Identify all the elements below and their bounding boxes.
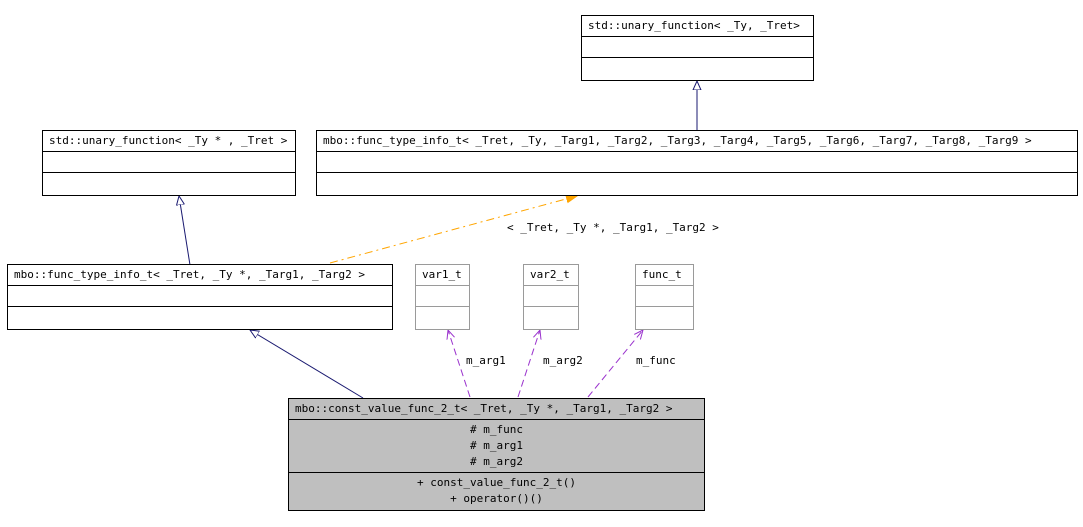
- attribute-m-arg1: # m_arg1: [470, 439, 523, 452]
- class-title: mbo::func_type_info_t< _Tret, _Ty *, _Ta…: [14, 268, 365, 281]
- class-func-type-info-t-2: mbo::func_type_info_t< _Tret, _Ty *, _Ta…: [7, 264, 393, 330]
- usage-edge-m-arg2: [517, 330, 540, 398]
- class-unary-function-ty-tret: std::unary_function< _Ty, _Tret>: [581, 15, 814, 81]
- usage-edge-m-func: [587, 330, 643, 398]
- attributes-section: [582, 36, 813, 57]
- class-title: func_t: [642, 268, 682, 281]
- template-edge-fti2-to-fti9: [329, 196, 577, 264]
- methods-section: [8, 306, 392, 327]
- class-title: mbo::const_value_func_2_t< _Tret, _Ty *,…: [295, 402, 673, 415]
- edge-label-m-arg2: m_arg2: [543, 354, 583, 367]
- methods-section: [43, 172, 295, 193]
- class-const-value-func-2-t: mbo::const_value_func_2_t< _Tret, _Ty *,…: [288, 398, 705, 511]
- attributes-section: [416, 285, 469, 306]
- attributes-section: [636, 285, 693, 306]
- attributes-section: [317, 151, 1077, 172]
- methods-section: [636, 306, 693, 327]
- method-constructor: + const_value_func_2_t(): [417, 476, 576, 489]
- method-operator-call: + operator()(): [450, 492, 543, 505]
- class-title: mbo::func_type_info_t< _Tret, _Ty, _Targ…: [323, 134, 1032, 147]
- attribute-m-arg2: # m_arg2: [470, 455, 523, 468]
- methods-section: + const_value_func_2_t() + operator()(): [289, 472, 704, 509]
- methods-section: [524, 306, 578, 327]
- methods-section: [317, 172, 1077, 193]
- attributes-section: # m_func # m_arg1 # m_arg2: [289, 419, 704, 472]
- methods-section: [416, 306, 469, 327]
- edge-label-m-func: m_func: [636, 354, 676, 367]
- attributes-section: [8, 285, 392, 306]
- class-unary-function-typtr-tret: std::unary_function< _Ty * , _Tret >: [42, 130, 296, 196]
- usage-edge-m-arg1: [448, 330, 471, 398]
- class-var1-t: var1_t: [415, 264, 470, 330]
- class-var2-t: var2_t: [523, 264, 579, 330]
- inheritance-edge-fti2-to-unary-ptr: [179, 196, 191, 266]
- inheritance-edge-main-to-fti2: [250, 330, 364, 399]
- class-title: var1_t: [422, 268, 462, 281]
- class-func-t: func_t: [635, 264, 694, 330]
- class-title: std::unary_function< _Ty, _Tret>: [588, 19, 800, 32]
- edge-label-m-arg1: m_arg1: [466, 354, 506, 367]
- attributes-section: [43, 151, 295, 172]
- class-func-type-info-t-full: mbo::func_type_info_t< _Tret, _Ty, _Targ…: [316, 130, 1078, 196]
- attribute-m-func: # m_func: [470, 423, 523, 436]
- methods-section: [582, 57, 813, 78]
- class-title: std::unary_function< _Ty * , _Tret >: [49, 134, 288, 147]
- class-title: var2_t: [530, 268, 570, 281]
- template-args-label: < _Tret, _Ty *, _Targ1, _Targ2 >: [507, 221, 719, 234]
- attributes-section: [524, 285, 578, 306]
